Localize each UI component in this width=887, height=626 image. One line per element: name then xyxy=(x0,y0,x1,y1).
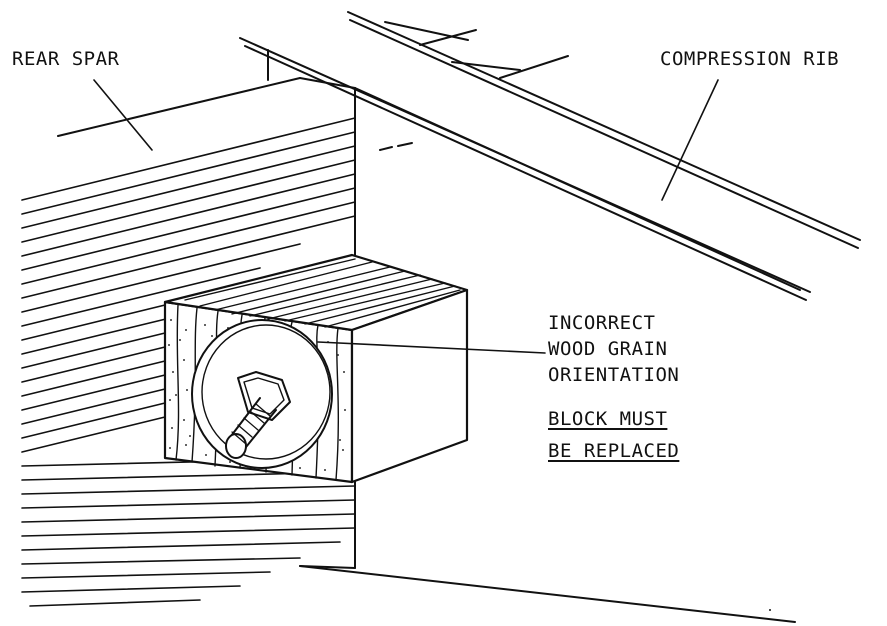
block-top-grain xyxy=(184,258,461,328)
block-replace-line2: BE REPLACED xyxy=(548,440,680,462)
compression-rib-web xyxy=(299,87,801,623)
compression-rib-label: COMPRESSION RIB xyxy=(660,48,840,70)
incorrect-grain-line2: WOOD GRAIN xyxy=(548,338,668,360)
bolt xyxy=(225,371,291,459)
leader-lines xyxy=(93,79,719,354)
block-replace-line1: BLOCK MUST xyxy=(548,408,668,430)
incorrect-grain-line1: INCORRECT xyxy=(548,312,656,334)
incorrect-grain-line3: ORIENTATION xyxy=(548,364,680,386)
rear-spar-face xyxy=(57,77,356,569)
rear-spar-label: REAR SPAR xyxy=(12,48,120,70)
